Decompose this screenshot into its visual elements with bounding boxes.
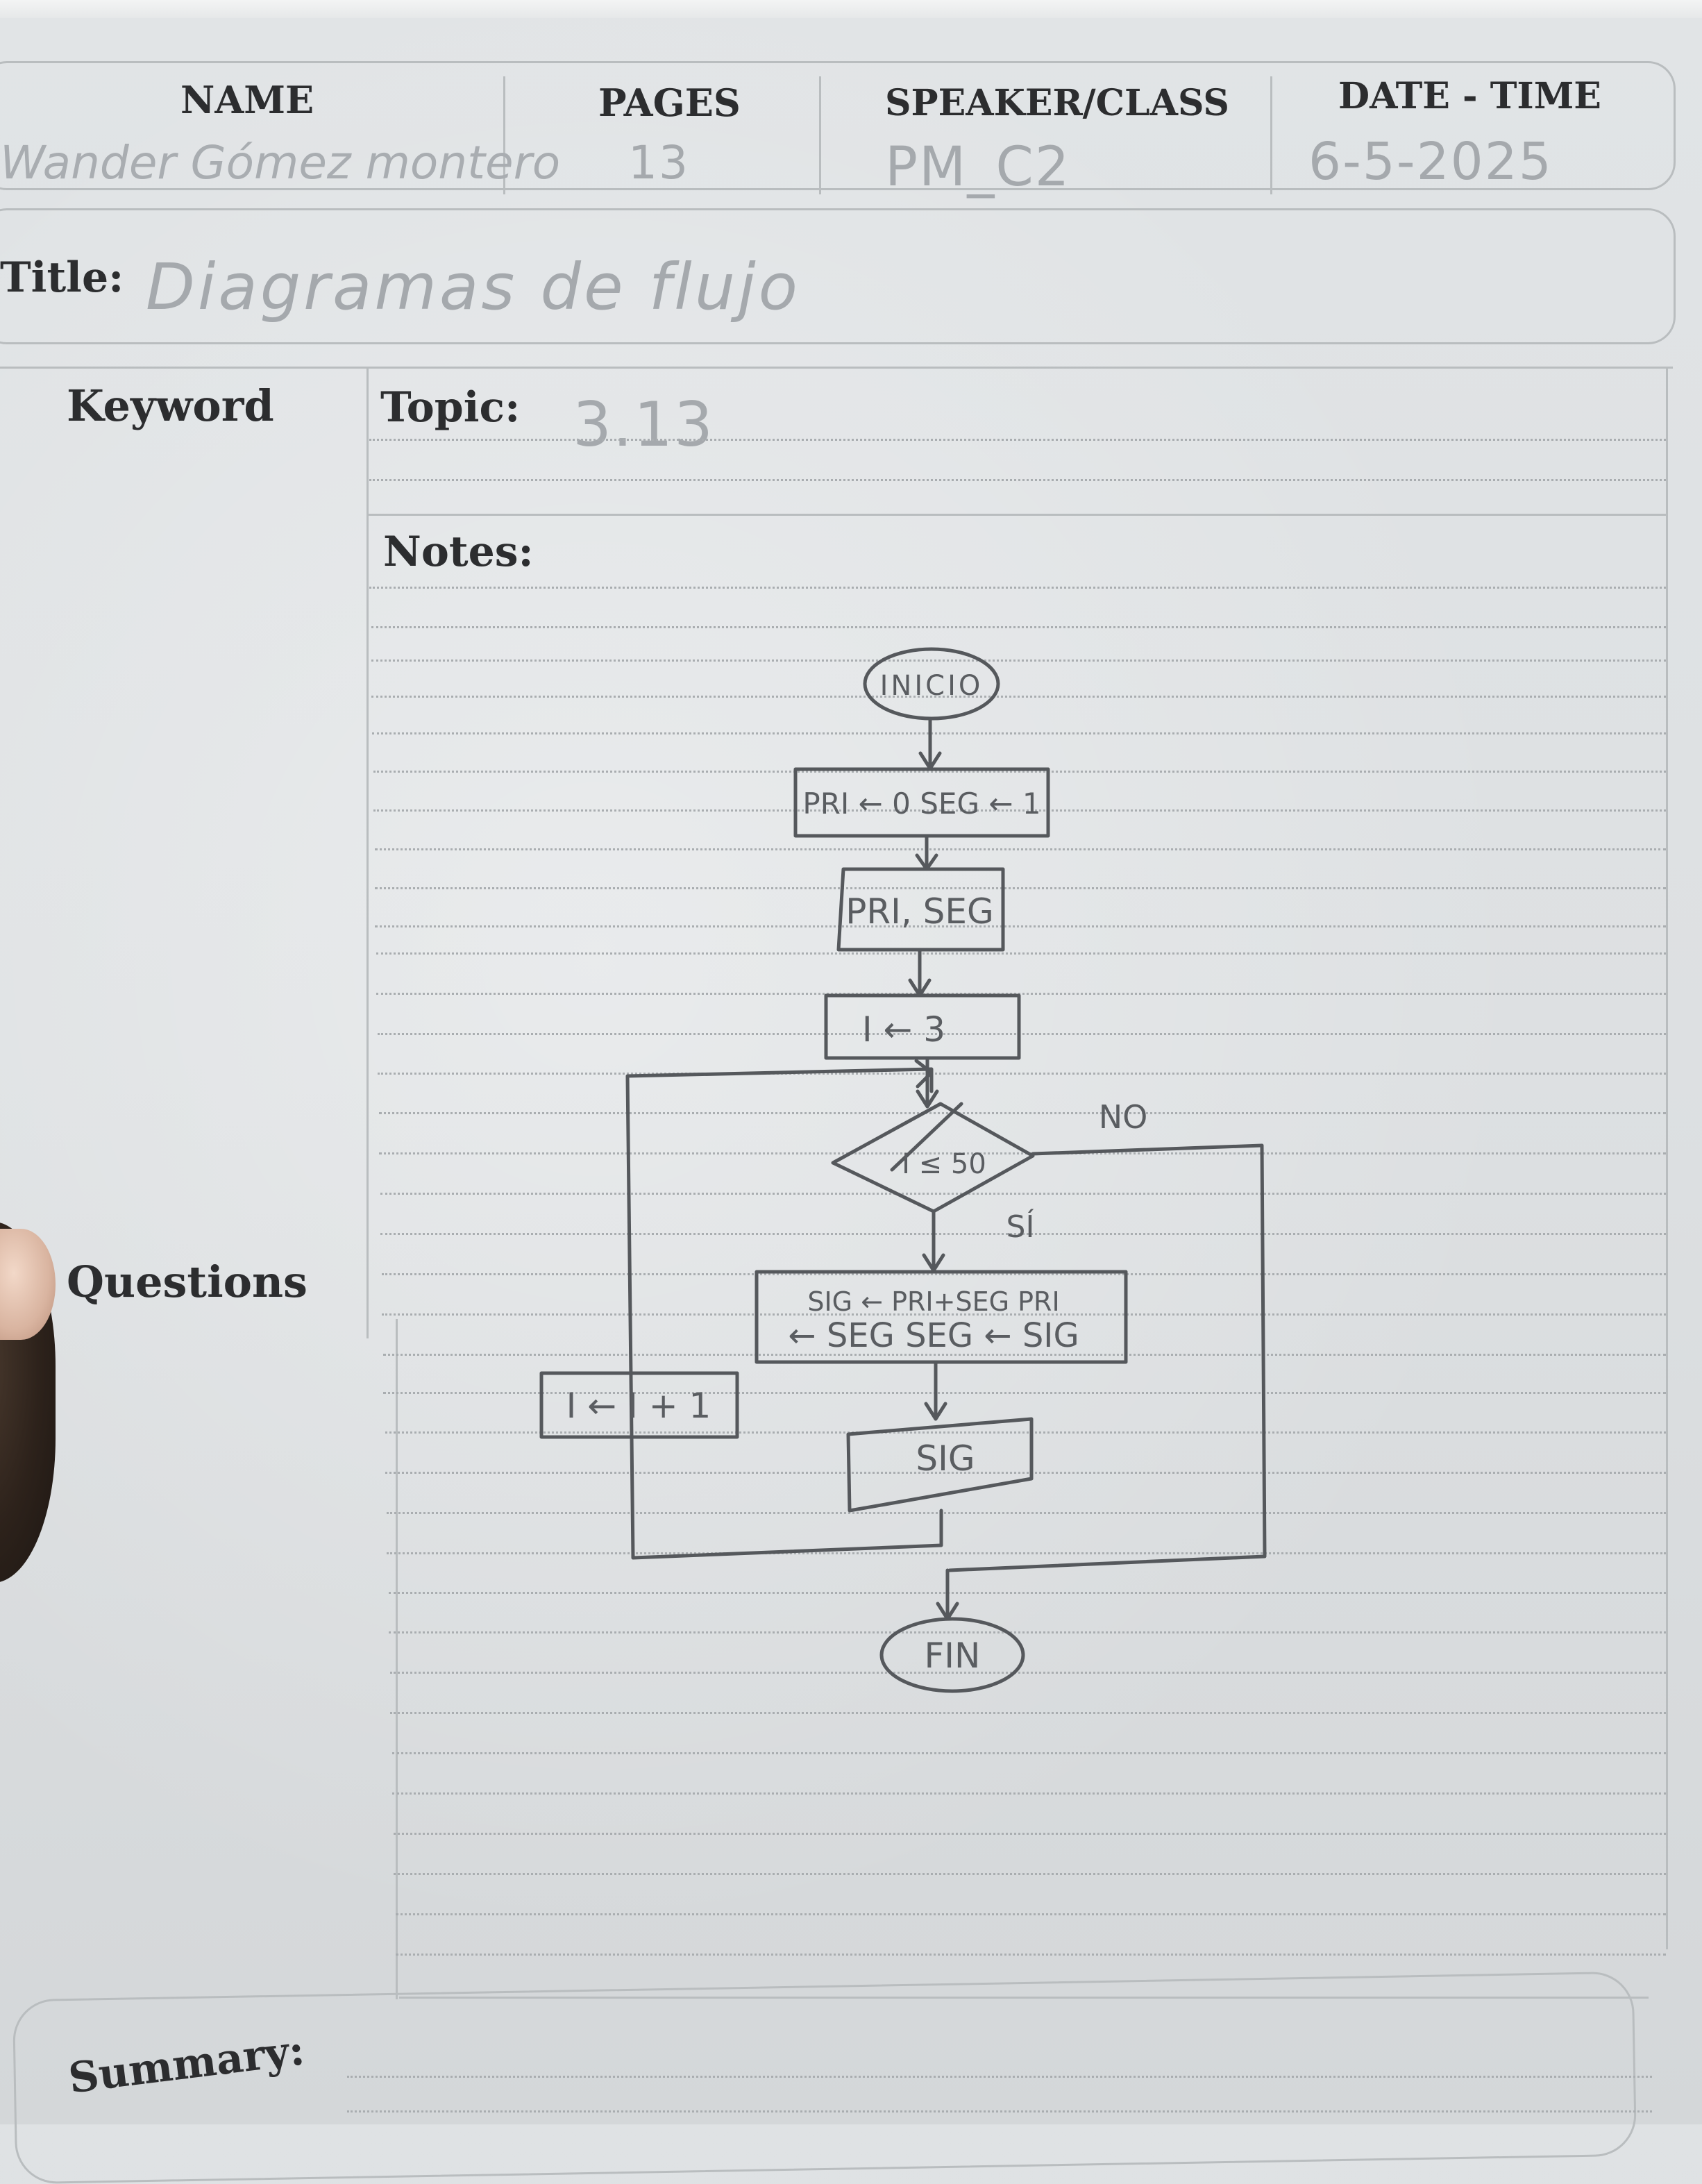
- topic-label: Topic:: [380, 383, 521, 432]
- keyword-column-divider: [366, 367, 369, 1338]
- ruled-line: [383, 1392, 1666, 1394]
- ruled-line: [376, 952, 1666, 955]
- ruled-line: [371, 696, 1666, 698]
- ruled-line: [392, 1792, 1666, 1795]
- ruled-line: [385, 1472, 1666, 1474]
- questions-label: Questions: [67, 1257, 307, 1307]
- title-label: Title:: [0, 253, 124, 302]
- ruled-line: [372, 732, 1666, 734]
- decision-strike: [890, 1102, 963, 1172]
- pages-value: 13: [628, 136, 689, 190]
- yes-label: SÍ: [1006, 1208, 1035, 1245]
- ruled-line: [369, 479, 1666, 481]
- header-divider-1: [503, 76, 505, 194]
- name-label: NAME: [180, 78, 314, 122]
- process-label-line1: SIG ← PRI+SEG PRI: [807, 1286, 1059, 1317]
- ruled-line: [389, 1631, 1666, 1633]
- input-box: [836, 867, 1005, 952]
- ruled-line: [392, 1752, 1666, 1754]
- date-time-label: DATE - TIME: [1338, 75, 1601, 117]
- ruled-line: [373, 771, 1666, 773]
- title-box: [0, 208, 1676, 344]
- ruled-line: [378, 1073, 1666, 1075]
- header-divider-2: [819, 76, 821, 194]
- ruled-line: [390, 1712, 1666, 1714]
- assign-box: [824, 993, 1021, 1060]
- init-process-box: [793, 767, 1050, 838]
- arrowhead: [914, 1059, 934, 1089]
- ruled-line: [375, 887, 1666, 889]
- thumbnail: [0, 1229, 56, 1340]
- ruled-line: [371, 626, 1666, 628]
- read-label: PRI, SEG: [845, 891, 994, 932]
- ruled-line: [371, 660, 1666, 662]
- ruled-line: [382, 1313, 1666, 1316]
- header-box: [0, 61, 1676, 190]
- ruled-line: [380, 1233, 1666, 1235]
- arrowhead: [924, 1402, 947, 1421]
- output-label: SIG: [916, 1438, 975, 1479]
- title-value: Diagramas de flujo: [146, 250, 800, 324]
- cornell-top-border: [0, 367, 1673, 369]
- notes-label: Notes:: [383, 528, 534, 576]
- speaker-class-value: PM_C2: [885, 136, 1071, 199]
- page-top-edge: [0, 0, 1702, 18]
- increment-box: [539, 1371, 739, 1439]
- calc-process-box: [755, 1270, 1128, 1364]
- topic-notes-divider: [368, 514, 1667, 516]
- flowchart-diagram: INICIO PRI ← 0 SEG ← 1 PRI, SEG I ← 3 I …: [539, 647, 1267, 1693]
- ruled-line: [389, 1592, 1666, 1594]
- ruled-line: [394, 1873, 1666, 1875]
- ruled-line: [396, 1913, 1666, 1915]
- keyword-label: Keyword: [67, 380, 274, 431]
- notebook-page: [0, 0, 1702, 2124]
- start-label: INICIO: [880, 670, 984, 702]
- ruled-line: [387, 1552, 1666, 1554]
- ruled-line: [373, 809, 1666, 812]
- pages-label: PAGES: [598, 81, 741, 125]
- arrowhead: [916, 1089, 939, 1109]
- decision-label: I ≤ 50: [902, 1148, 986, 1180]
- ruled-line: [369, 439, 1666, 441]
- keyword-column-divider-lower: [396, 1319, 398, 1999]
- ruled-line: [375, 925, 1666, 927]
- name-value: Wander Gómez montero: [0, 136, 561, 190]
- process-label-line2: ← SEG SEG ← SIG: [788, 1316, 1079, 1355]
- notes-bottom-border: [399, 1997, 1649, 1999]
- summary-ruled-line: [347, 2076, 1652, 2078]
- ruled-line: [379, 1152, 1666, 1154]
- assign-label: I ← 3: [862, 1009, 945, 1050]
- no-label: NO: [1099, 1098, 1148, 1136]
- header-divider-3: [1270, 76, 1272, 194]
- speaker-class-label: SPEAKER/CLASS: [885, 82, 1229, 124]
- notes-right-border: [1666, 367, 1668, 1949]
- increment-label: I ← I + 1: [566, 1386, 711, 1426]
- end-terminal: [879, 1617, 1025, 1693]
- ruled-line: [382, 1273, 1666, 1275]
- output-box: [846, 1417, 1034, 1513]
- no-branch-line: [947, 1143, 1267, 1572]
- ruled-line: [396, 1954, 1666, 1956]
- summary-ruled-line: [347, 2110, 1652, 2112]
- ruled-line: [379, 1112, 1666, 1114]
- ruled-line: [383, 1354, 1666, 1356]
- end-label: FIN: [925, 1636, 981, 1676]
- ruled-line: [394, 1833, 1666, 1835]
- date-time-value: 6-5-2025: [1308, 132, 1553, 192]
- ruled-line: [387, 1512, 1666, 1514]
- ruled-line: [378, 1033, 1666, 1035]
- ruled-line: [376, 993, 1666, 995]
- topic-value: 3.13: [573, 389, 714, 460]
- ruled-line: [369, 587, 1666, 589]
- ruled-line: [390, 1672, 1666, 1674]
- ruled-line: [385, 1431, 1666, 1434]
- ruled-line: [375, 848, 1666, 850]
- init-label: PRI ← 0 SEG ← 1: [802, 787, 1040, 821]
- ruled-line: [380, 1193, 1666, 1195]
